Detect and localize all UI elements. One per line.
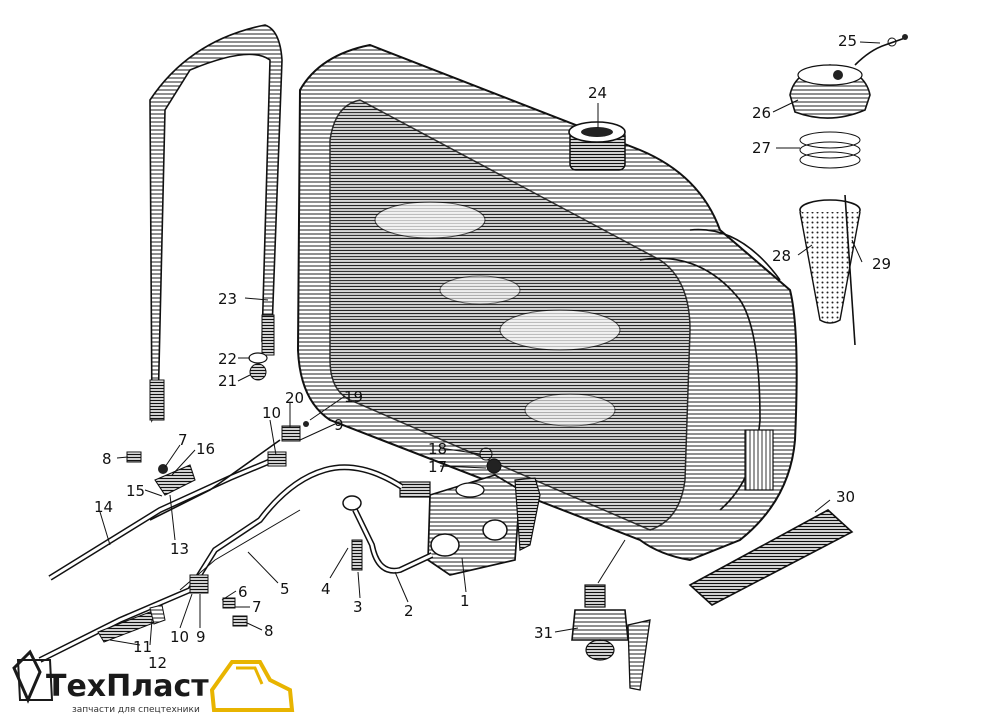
fuel-tank bbox=[296, 43, 798, 562]
callout-19: 19 bbox=[344, 388, 363, 406]
tank-pad bbox=[688, 509, 854, 606]
callout-31: 31 bbox=[534, 624, 553, 642]
cap-chain bbox=[854, 34, 908, 66]
callout-10b: 10 bbox=[170, 628, 189, 646]
cap-spring bbox=[799, 131, 861, 169]
callout-20: 20 bbox=[285, 389, 304, 407]
callout-18: 18 bbox=[428, 440, 447, 458]
callout-15: 15 bbox=[126, 482, 145, 500]
filler-neck bbox=[568, 121, 626, 171]
callout-9a: 9 bbox=[334, 416, 344, 434]
techplast-logo: ТехПласт запчасти для спецтехники bbox=[12, 649, 295, 715]
callout-23: 23 bbox=[218, 290, 237, 308]
callout-22: 22 bbox=[218, 350, 237, 368]
callout-3: 3 bbox=[353, 598, 363, 616]
callout-12: 12 bbox=[148, 654, 167, 672]
filler-cap bbox=[789, 64, 871, 119]
callout-24: 24 bbox=[588, 84, 607, 102]
excavator-icon bbox=[209, 660, 295, 712]
callout-5: 5 bbox=[280, 580, 290, 598]
fuel-pipes bbox=[38, 439, 434, 663]
callout-13: 13 bbox=[170, 540, 189, 558]
callout-21: 21 bbox=[218, 372, 237, 390]
callout-7a: 7 bbox=[178, 431, 188, 449]
callout-16: 16 bbox=[196, 440, 215, 458]
logo-wordmark: ТехПласт bbox=[46, 669, 209, 704]
hardware bbox=[97, 352, 502, 643]
callout-25: 25 bbox=[838, 32, 857, 50]
tank-strap bbox=[149, 24, 283, 423]
callout-1: 1 bbox=[460, 592, 470, 610]
logo-tagline: запчасти для спецтехники bbox=[72, 705, 200, 715]
callout-4: 4 bbox=[321, 580, 331, 598]
callout-8a: 8 bbox=[102, 450, 112, 468]
callout-29: 29 bbox=[872, 255, 891, 273]
callout-labels: 1 2 3 4 5 6 7 8 9 10 11 12 13 14 15 16 1… bbox=[94, 32, 891, 672]
callout-10a: 10 bbox=[262, 404, 281, 422]
callout-27: 27 bbox=[752, 139, 771, 157]
callout-11: 11 bbox=[133, 638, 152, 656]
callout-8b: 8 bbox=[264, 622, 274, 640]
callout-26: 26 bbox=[752, 104, 771, 122]
callout-14: 14 bbox=[94, 498, 113, 516]
fuel-strainer bbox=[799, 194, 861, 346]
drain-tap bbox=[571, 539, 651, 691]
leader-lines bbox=[99, 41, 881, 646]
callout-7b: 7 bbox=[252, 598, 262, 616]
callout-28: 28 bbox=[772, 247, 791, 265]
callout-30: 30 bbox=[836, 488, 855, 506]
callout-17: 17 bbox=[428, 458, 447, 476]
callout-2: 2 bbox=[404, 602, 414, 620]
callout-6: 6 bbox=[238, 583, 248, 601]
callout-9b: 9 bbox=[196, 628, 206, 646]
